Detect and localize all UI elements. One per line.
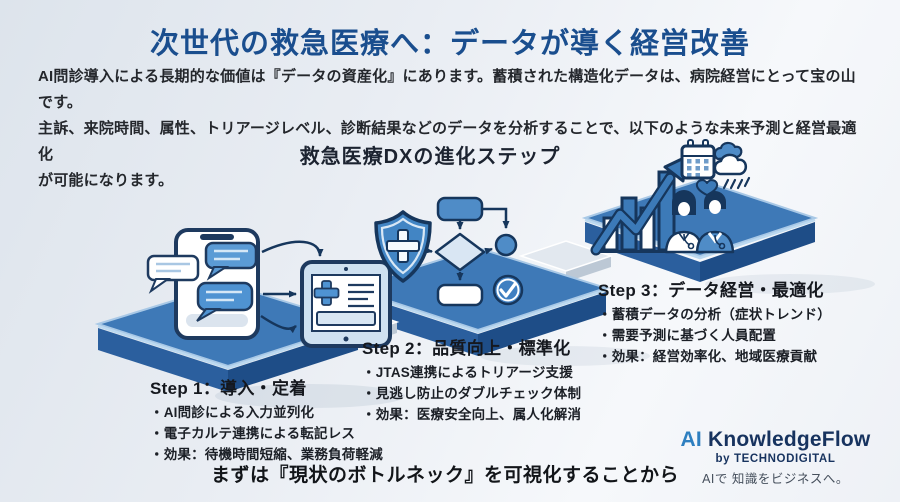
logo-byline: by TECHNODIGITAL bbox=[715, 453, 836, 465]
closing-statement: まずは『現状のボトルネック』を可視化することから bbox=[210, 465, 679, 486]
phone-chat-icon bbox=[146, 228, 260, 340]
step-1-bullet: ・電子カルテ連携による転記レス bbox=[150, 426, 356, 441]
logo-tagline: AIで 知識をビジネスへ。 bbox=[702, 472, 849, 486]
step-3-bullet: ・需要予測に基づく人員配置 bbox=[598, 328, 777, 343]
shadow bbox=[215, 384, 405, 408]
calendar-icon bbox=[680, 139, 716, 180]
step-3-bullet: ・効果：経営効率化、地域医療貢献 bbox=[598, 349, 818, 364]
step-1-bullet: ・効果：待機時間短縮、業務負荷軽減 bbox=[150, 447, 383, 462]
chat-bubble bbox=[196, 281, 254, 322]
tablet-record-icon bbox=[300, 260, 392, 348]
step-1-title: Step 1：導入・定着 bbox=[150, 379, 307, 398]
data-transfer-arrows-icon bbox=[260, 240, 324, 334]
step-2-bullet: ・効果：医療安全向上、属人化解消 bbox=[362, 407, 582, 422]
flowchart-icon bbox=[424, 196, 524, 307]
step-2-block: Step 2：品質向上・標準化 ・JTAS連携によるトリアージ支援 ・見逃し防止… bbox=[362, 334, 642, 425]
shadow bbox=[480, 346, 650, 366]
platform-3 bbox=[581, 178, 819, 282]
medical-staff-icon bbox=[664, 190, 735, 254]
brand-logo: AI KnowledgeFlow by TECHNODIGITAL AIで 知識… bbox=[663, 428, 888, 487]
intro-line: 主訴、来院時間、属性、トリアージレベル、診断結果などのデータを分析することで、以… bbox=[38, 120, 857, 163]
diagram-heading: 救急医療DXの進化ステップ bbox=[299, 146, 561, 168]
step-3-block: Step 3：データ経営・最適化 ・蓄積データの分析（症状トレンド） ・需要予測… bbox=[598, 276, 898, 367]
logo-wordmark: AI KnowledgeFlow bbox=[663, 428, 888, 452]
step-2-bullet: ・見逃し防止のダブルチェック体制 bbox=[362, 386, 582, 401]
cloud-rain-icon bbox=[713, 141, 751, 190]
check-circle-icon bbox=[492, 274, 524, 306]
step-1-bullet: ・AI問診による入力並列化 bbox=[150, 405, 315, 420]
step-1-block: Step 1：導入・定着 ・AI問診による入力並列化 ・電子カルテ連携による転記… bbox=[150, 374, 410, 465]
chat-bubble bbox=[204, 241, 258, 281]
logo-name: KnowledgeFlow bbox=[708, 428, 871, 451]
intro-line: が可能になります。 bbox=[38, 172, 174, 189]
page-title: 次世代の救急医療へ：データが導く経営改善 bbox=[149, 28, 750, 60]
shadow bbox=[705, 274, 875, 294]
intro-paragraph: AI問診導入による長期的な価値は『データの資産化』にあります。蓄積された構造化デ… bbox=[38, 64, 868, 194]
step-2-title: Step 2：品質向上・標準化 bbox=[362, 339, 571, 358]
shield-cross-icon bbox=[374, 210, 432, 283]
step-3-title: Step 3：データ経営・最適化 bbox=[598, 281, 824, 300]
logo-ai: AI bbox=[680, 428, 702, 451]
intro-line: AI問診導入による長期的な価値は『データの資産化』にあります。蓄積された構造化デ… bbox=[38, 68, 856, 111]
step-2-bullet: ・JTAS連携によるトリアージ支援 bbox=[362, 365, 573, 380]
chat-bubble bbox=[146, 254, 200, 294]
step-3-bullet: ・蓄積データの分析（症状トレンド） bbox=[598, 307, 831, 322]
